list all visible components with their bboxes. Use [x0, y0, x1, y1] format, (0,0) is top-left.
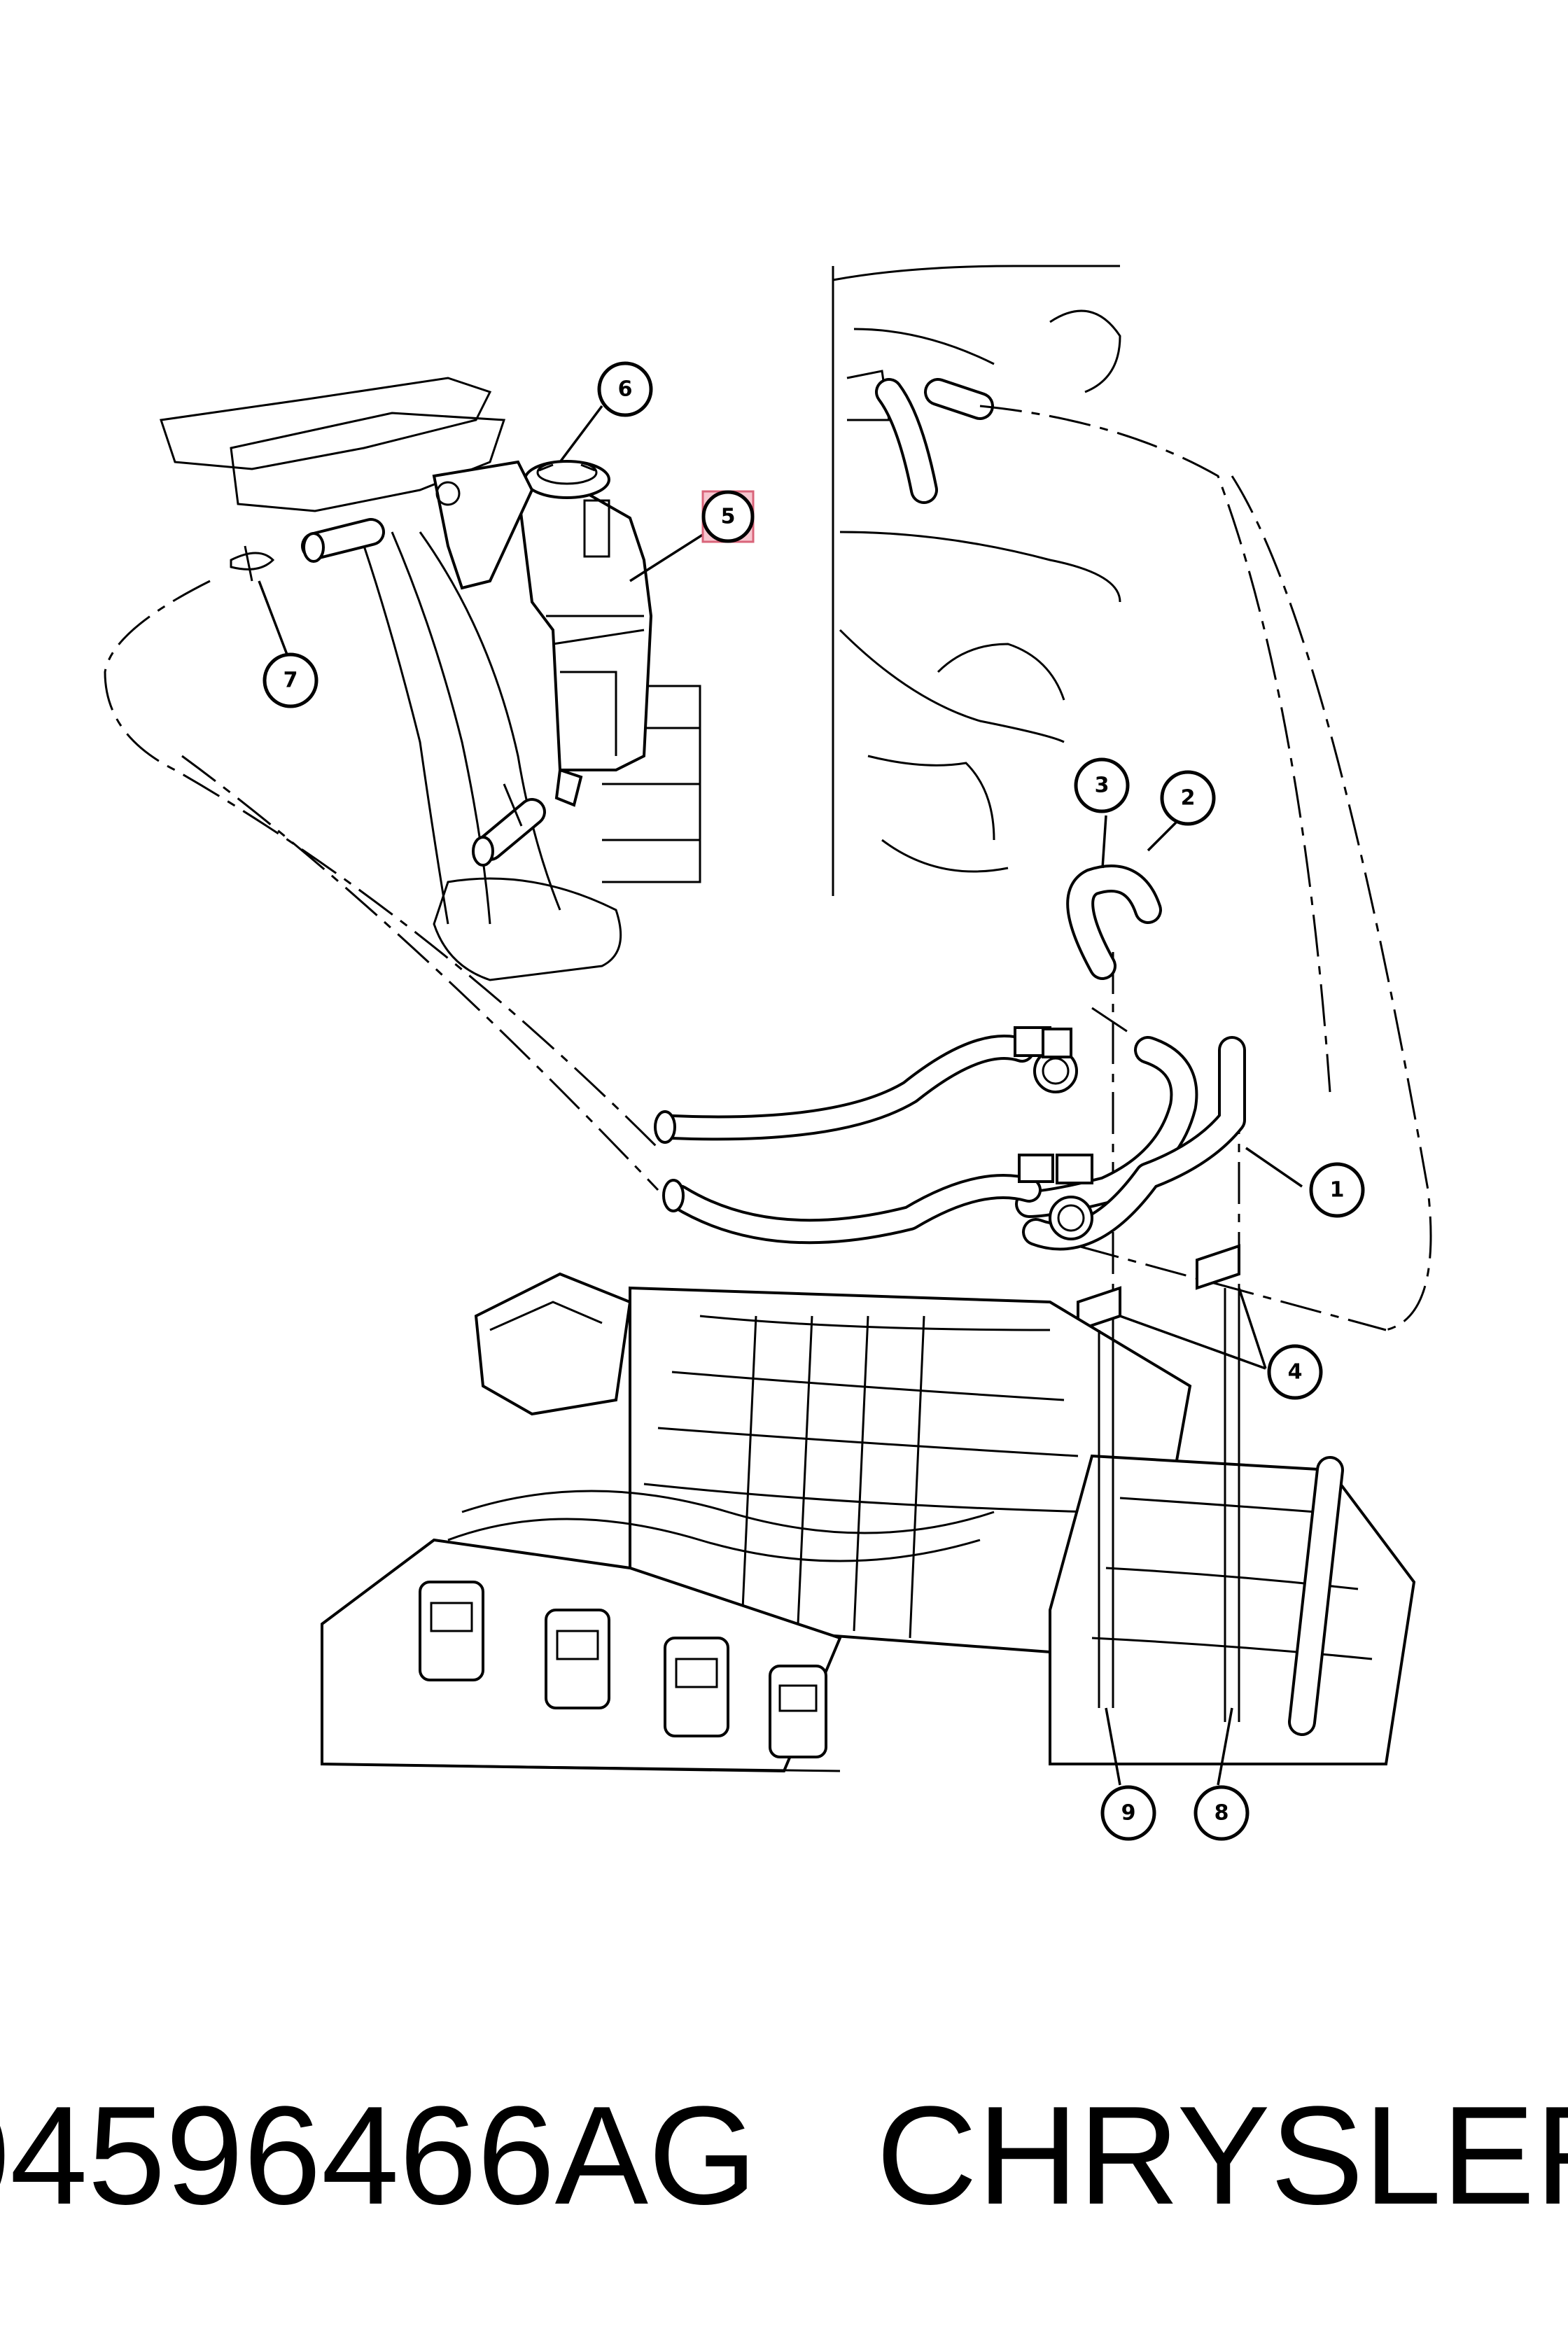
svg-text:5: 5 [721, 505, 736, 529]
heater-tube-lower [662, 1174, 1042, 1245]
part-caption: 04596466AG CHRYSLER [0, 2086, 1568, 2226]
pressure-cap [524, 460, 610, 499]
heater-tube-vertical-9 [1098, 1330, 1114, 1708]
svg-text:8: 8 [1214, 1801, 1229, 1826]
callout-6: 6 [597, 361, 653, 417]
svg-text:1: 1 [1330, 1178, 1345, 1203]
part-number: 04596466AG [0, 2078, 757, 2234]
callout-7: 7 [262, 652, 318, 708]
leader-lines [258, 405, 1303, 1786]
svg-text:3: 3 [1095, 774, 1110, 798]
heater-tube-upper [654, 1035, 1035, 1144]
callout-1: 1 [1309, 1162, 1365, 1218]
ignition-coil-2 [545, 1609, 610, 1709]
heater-tube-vertical-8 [1224, 1288, 1240, 1722]
hose-connector-lower [1018, 1154, 1093, 1240]
callout-9: 9 [1100, 1785, 1156, 1841]
engine-assembly [321, 1272, 1416, 1773]
svg-text:4: 4 [1288, 1360, 1303, 1385]
hose-clip-right [1196, 1244, 1240, 1290]
heater-hose-3 [1066, 864, 1162, 980]
svg-text:7: 7 [284, 668, 298, 693]
brand-name: CHRYSLER [876, 2078, 1568, 2234]
ignition-coil-1 [419, 1581, 484, 1681]
callout-8: 8 [1194, 1785, 1250, 1841]
svg-text:6: 6 [618, 377, 633, 402]
callout-4: 4 [1267, 1344, 1323, 1400]
reservoir-mount-bracket [432, 460, 534, 590]
exploded-parts-diagram: 1 2 3 4 5 6 7 8 9 [104, 265, 1432, 1841]
overflow-hose-short [301, 518, 385, 563]
svg-text:9: 9 [1121, 1801, 1136, 1826]
ignition-coil-3 [664, 1637, 729, 1737]
callout-3: 3 [1074, 757, 1130, 813]
routing-lines [104, 405, 1432, 1680]
engine-bay-detail [832, 265, 1121, 896]
svg-text:2: 2 [1181, 786, 1196, 811]
hose-clamp-small [230, 545, 275, 582]
ignition-coil-4 [769, 1665, 827, 1758]
coolant-reservoir [516, 460, 653, 771]
reservoir-outlet-hose [472, 768, 583, 867]
callout-2: 2 [1160, 770, 1216, 826]
hose-connector-upper [1014, 1026, 1078, 1093]
callout-5: 5 [701, 490, 755, 543]
reservoir-label-plate [583, 499, 610, 558]
